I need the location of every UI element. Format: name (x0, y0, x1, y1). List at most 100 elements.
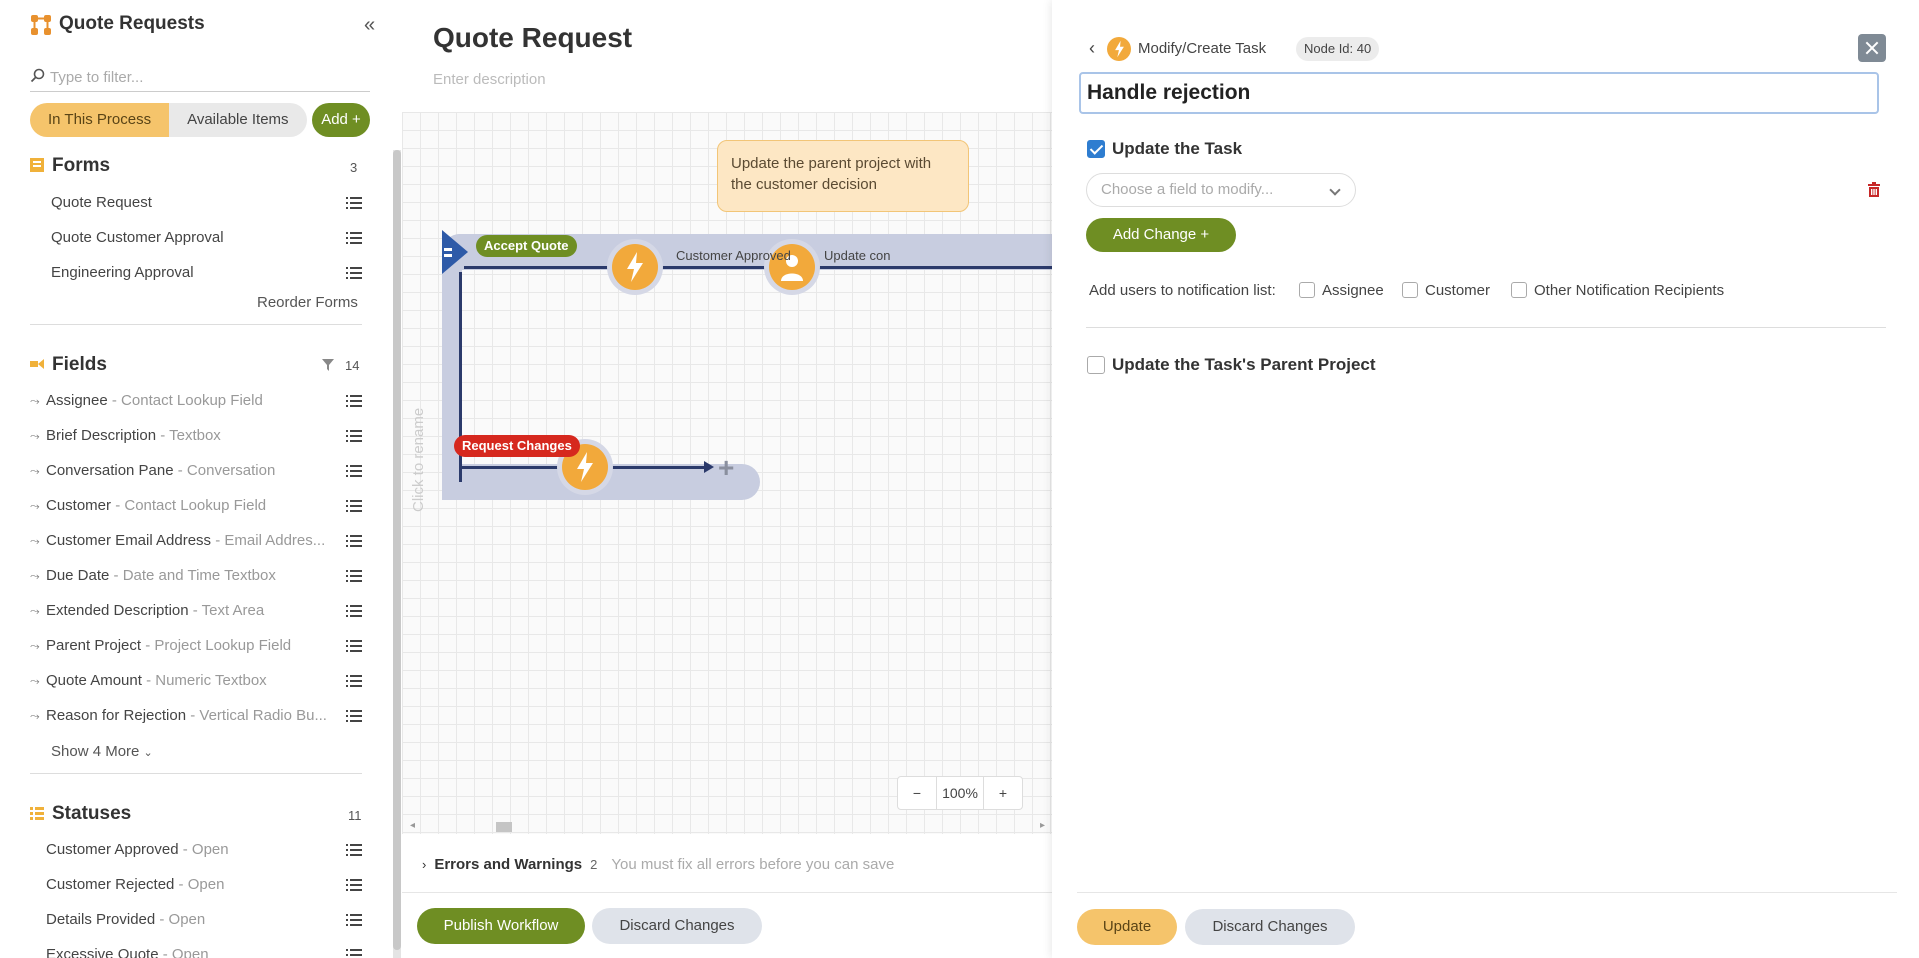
notify-customer-label: Customer (1425, 282, 1491, 299)
drag-list-icon[interactable] (346, 878, 362, 892)
field-branch-icon: ⤳ (30, 674, 40, 688)
flow-edge[interactable] (459, 466, 564, 469)
form-list-item[interactable]: Quote Customer Approval (51, 229, 224, 246)
form-list-item[interactable]: Engineering Approval (51, 264, 194, 281)
drag-list-icon[interactable] (346, 639, 362, 653)
notify-other-checkbox[interactable] (1511, 282, 1527, 298)
drag-list-icon[interactable] (346, 674, 362, 688)
statuses-heading[interactable]: Statuses (30, 803, 131, 825)
drag-list-icon[interactable] (346, 499, 362, 513)
field-list-item[interactable]: ⤳Customer Email Address - Email Addres..… (30, 529, 362, 553)
trash-icon[interactable] (1868, 182, 1880, 197)
reorder-forms-link[interactable]: Reorder Forms (257, 294, 358, 311)
field-list-item[interactable]: ⤳Reason for Rejection - Vertical Radio B… (30, 704, 362, 728)
tab-in-this-process[interactable]: In This Process (30, 103, 170, 137)
show-more-fields-link[interactable]: Show 4 More ⌄ (51, 743, 153, 760)
workflow-canvas[interactable]: Click to rename + Ac (402, 112, 1052, 834)
field-to-modify-select[interactable]: Choose a field to modify... (1086, 173, 1356, 207)
publish-workflow-button[interactable]: Publish Workflow (417, 908, 585, 944)
field-branch-icon: ⤳ (30, 534, 40, 548)
item-type: - Open (155, 911, 206, 928)
lane-label[interactable]: Click to rename (410, 407, 427, 512)
workflow-description[interactable]: Enter description (433, 71, 546, 88)
field-list-item[interactable]: ⤳Parent Project - Project Lookup Field (30, 634, 362, 658)
canvas-horizontal-scrollbar[interactable]: ◂ ▸ (410, 820, 1050, 834)
back-chevron-icon[interactable]: ‹ (1089, 38, 1095, 58)
drag-list-icon[interactable] (346, 266, 362, 280)
task-name-input[interactable] (1079, 72, 1879, 114)
drag-list-icon[interactable] (346, 196, 362, 210)
notify-assignee-checkbox[interactable] (1299, 282, 1315, 298)
status-list-item[interactable]: Customer Approved - Open (30, 838, 362, 862)
add-item-button[interactable]: Add + (312, 103, 370, 137)
workflow-title[interactable]: Quote Request (433, 22, 633, 53)
statuses-count: 11 (348, 808, 362, 823)
field-branch-icon: ⤳ (30, 429, 40, 443)
drag-list-icon[interactable] (346, 913, 362, 927)
drag-list-icon[interactable] (346, 948, 362, 958)
accept-quote-pill[interactable]: Accept Quote (476, 235, 577, 257)
update-task-label: Update the Task (1112, 139, 1243, 158)
flow-edge[interactable] (464, 266, 614, 269)
panel-discard-changes-button[interactable]: Discard Changes (1185, 909, 1355, 945)
scroll-left-icon[interactable]: ◂ (410, 820, 416, 831)
fields-icon (30, 359, 44, 369)
field-list-item[interactable]: ⤳Customer - Contact Lookup Field (30, 494, 362, 518)
field-list-item[interactable]: ⤳Assignee - Contact Lookup Field (30, 389, 362, 413)
field-list-item[interactable]: ⤳Brief Description - Textbox (30, 424, 362, 448)
field-list-item[interactable]: ⤳Extended Description - Text Area (30, 599, 362, 623)
task-node[interactable] (764, 239, 820, 295)
item-name: Conversation Pane (46, 462, 174, 479)
add-change-button[interactable]: Add Change + (1086, 218, 1236, 252)
add-node-plus-icon[interactable]: + (718, 452, 735, 483)
flow-edge[interactable] (814, 266, 1052, 269)
forms-heading[interactable]: Forms (30, 155, 110, 177)
scrollbar-thumb[interactable] (393, 150, 401, 950)
tab-available-items[interactable]: Available Items (169, 103, 307, 137)
filter-funnel-icon[interactable] (321, 358, 335, 372)
drag-list-icon[interactable] (346, 394, 362, 408)
item-name: Brief Description (46, 427, 157, 444)
filter-input[interactable] (50, 66, 360, 88)
drag-list-icon[interactable] (346, 534, 362, 548)
notify-customer-checkbox[interactable] (1402, 282, 1418, 298)
field-list-item[interactable]: ⤳Quote Amount - Numeric Textbox (30, 669, 362, 693)
field-list-item[interactable]: ⤳Due Date - Date and Time Textbox (30, 564, 362, 588)
field-list-item[interactable]: ⤳Conversation Pane - Conversation (30, 459, 362, 483)
drag-list-icon[interactable] (346, 604, 362, 618)
status-list-item[interactable]: Customer Rejected - Open (30, 873, 362, 897)
lightning-icon (1115, 40, 1124, 58)
update-button[interactable]: Update (1077, 909, 1177, 945)
automation-node[interactable] (607, 239, 663, 295)
flow-edge[interactable] (660, 266, 768, 269)
fields-heading[interactable]: Fields (30, 354, 107, 376)
drag-list-icon[interactable] (346, 569, 362, 583)
scroll-right-icon[interactable]: ▸ (1040, 820, 1046, 831)
item-name: Due Date (46, 567, 110, 584)
zoom-out-button[interactable]: − (912, 785, 922, 801)
chevron-right-icon: › (422, 857, 427, 872)
discard-changes-button[interactable]: Discard Changes (592, 908, 762, 944)
status-list-item[interactable]: Details Provided - Open (30, 908, 362, 932)
drag-list-icon[interactable] (346, 464, 362, 478)
drag-list-icon[interactable] (346, 429, 362, 443)
drag-list-icon[interactable] (346, 709, 362, 723)
edge-label-update-con: Update con (824, 248, 891, 263)
sidebar-scrollbar[interactable] (393, 150, 401, 958)
scrollbar-thumb[interactable] (496, 822, 512, 832)
status-list-item[interactable]: Excessive Quote - Open (30, 943, 362, 958)
request-changes-pill[interactable]: Request Changes (454, 435, 580, 457)
close-icon[interactable] (1858, 34, 1886, 62)
update-parent-project-checkbox[interactable] (1087, 356, 1105, 374)
flow-edge[interactable] (459, 272, 462, 482)
sticky-note[interactable]: Update the parent project with the custo… (717, 140, 969, 212)
form-list-item[interactable]: Quote Request (51, 194, 152, 211)
zoom-in-button[interactable]: + (998, 785, 1008, 801)
item-name: Details Provided (46, 911, 156, 928)
update-task-checkbox[interactable] (1087, 140, 1105, 158)
drag-list-icon[interactable] (346, 843, 362, 857)
drag-list-icon[interactable] (346, 231, 362, 245)
flow-edge[interactable] (612, 466, 706, 469)
collapse-sidebar-icon[interactable]: « (364, 14, 376, 36)
